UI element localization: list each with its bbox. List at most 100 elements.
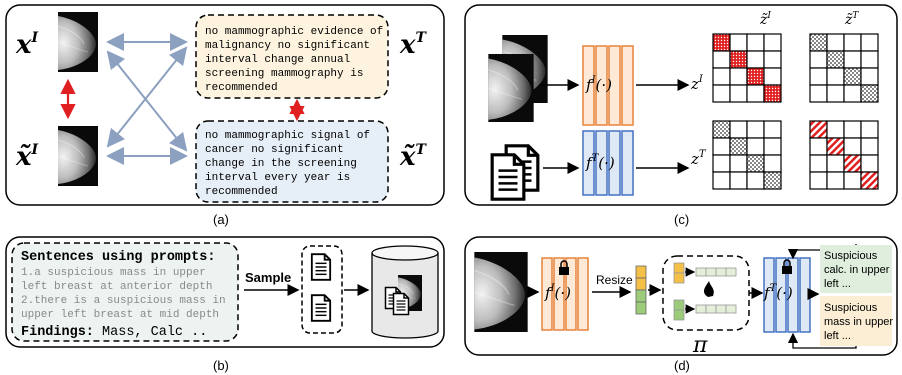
- mammogram-image-augmented: [58, 126, 98, 186]
- matrix-cell: [826, 120, 845, 139]
- matrix-cell: [809, 154, 828, 173]
- matrix-diagonal-cell: [860, 171, 879, 190]
- matrix-cell: [826, 171, 845, 190]
- matrix-diagonal-cell: [712, 33, 731, 52]
- mammogram-image: [473, 252, 529, 332]
- report-bottom-line: recommended: [205, 186, 278, 198]
- pair-arrow-diag-2: [106, 46, 188, 148]
- matrix-cell: [809, 171, 828, 190]
- output-calc-line: left ...: [824, 278, 851, 290]
- matrix-cell: [826, 84, 845, 103]
- matrix-cell: [809, 67, 828, 86]
- matrix-cell: [746, 84, 765, 103]
- prompt-line: 2.there is a suspicious mass in: [21, 295, 226, 307]
- report-top-line: malignancy no significant: [205, 40, 370, 52]
- database-icon: [371, 245, 439, 339]
- caption-d: (d): [674, 358, 690, 373]
- report-bottom-line: no mammographic signal of: [205, 130, 370, 142]
- matrix-cell: [809, 137, 828, 156]
- matrix-cell: [746, 137, 765, 156]
- report-top-line: recommended: [205, 82, 278, 94]
- prompt-tokens: [673, 262, 737, 321]
- output-mass-line: mass in upper: [824, 316, 893, 328]
- output-calc-line: calc. in upper: [824, 264, 890, 276]
- image-encoder-block: [582, 45, 634, 126]
- matrix-cell: [843, 120, 862, 139]
- document-icon: [310, 253, 332, 281]
- documents-icon: [490, 144, 540, 201]
- matrix-cell: [746, 50, 765, 69]
- matrix-cell: [860, 120, 879, 139]
- matrix-cell: [746, 33, 765, 52]
- matrix-cell: [843, 50, 862, 69]
- mammogram-image: [58, 12, 98, 72]
- findings-line: Findings: Mass, Calc ..: [21, 325, 207, 340]
- matrix-cell: [712, 171, 731, 190]
- prompt-line: upper left breast at mid depth: [21, 309, 219, 321]
- report-top-line: screening mammography is: [205, 68, 363, 80]
- matrix-diagonal-cell: [746, 67, 765, 86]
- matrix-diagonal-cell: [763, 171, 782, 190]
- report-top-line: interval change annual: [205, 54, 350, 66]
- panel-c: fI(·) fT(·) zI zT z̃I z̃T (c): [464, 4, 898, 227]
- report-bottom-line: interval every year is: [205, 172, 350, 184]
- report-bottom-line: cancer no significant: [205, 144, 344, 156]
- matrix-cell: [860, 137, 879, 156]
- report-box-augmented: [195, 120, 389, 203]
- x-t-symbol: xT: [399, 30, 428, 60]
- text-encoder-label: fT(·): [763, 283, 793, 302]
- flame-icon: [704, 281, 714, 297]
- resize-label: Resize: [596, 273, 633, 287]
- mammogram-image: [488, 54, 534, 122]
- pi-label: π: [692, 333, 708, 358]
- matrix-cell: [826, 154, 845, 173]
- caption-b: (b): [213, 358, 229, 373]
- output-calc-line: Suspicious: [824, 250, 878, 262]
- matrix-diagonal-cell: [729, 137, 748, 156]
- matrix-cell: [843, 137, 862, 156]
- matrix-cell: [843, 84, 862, 103]
- matrix-diagonal-cell: [826, 50, 845, 69]
- report-box-original: [195, 14, 389, 99]
- prompt-heading: Sentences using prompts:: [21, 250, 215, 265]
- matrix-cell: [763, 50, 782, 69]
- x-i-symbol: xI: [15, 30, 39, 60]
- prompt-line: 1.a suspicious mass in upper: [21, 267, 206, 279]
- x-tilde-t-symbol: x̃T: [399, 142, 428, 172]
- matrix-diagonal-cell: [729, 50, 748, 69]
- matrix-cell: [860, 50, 879, 69]
- matrix-cell: [763, 120, 782, 139]
- caption-a: (a): [213, 212, 229, 227]
- matrix-cell: [826, 67, 845, 86]
- prompt-sentences-box: [11, 242, 239, 342]
- text-encoder-block: [582, 130, 634, 196]
- caption-c: (c): [674, 212, 689, 227]
- matrix-cell: [729, 171, 748, 190]
- output-calc-box: [820, 245, 892, 293]
- matrix-cell: [843, 33, 862, 52]
- output-mass-line: left ...: [824, 330, 851, 342]
- lock-icon: [782, 259, 792, 274]
- x-tilde-i-symbol: x̃I: [15, 142, 39, 172]
- matrix-diagonal-cell: [746, 154, 765, 173]
- matrix-cell: [860, 33, 879, 52]
- text-encoder-label: fT(·): [585, 153, 615, 172]
- image-encoder-label: fI(·): [585, 75, 612, 94]
- image-embedding-vector: [635, 265, 647, 315]
- output-mass-box: [820, 296, 892, 346]
- z-tilde-t-header: z̃T: [844, 11, 859, 28]
- matrix-diagonal-cell: [826, 137, 845, 156]
- matrix-cell: [712, 137, 731, 156]
- z-i-label: zI: [690, 74, 704, 93]
- similarity-matrices: [712, 33, 879, 190]
- matrix-diagonal-cell: [763, 84, 782, 103]
- matrix-cell: [826, 33, 845, 52]
- matrix-cell: [809, 84, 828, 103]
- matrix-cell: [860, 154, 879, 173]
- matrix-cell: [843, 171, 862, 190]
- matrix-diagonal-cell: [712, 120, 731, 139]
- matrix-cell: [729, 33, 748, 52]
- matrix-cell: [763, 154, 782, 173]
- document-icon: [310, 294, 332, 322]
